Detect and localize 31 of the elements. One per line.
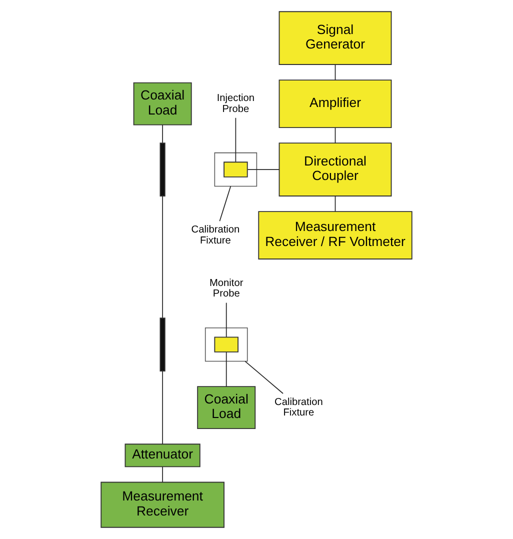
cluster	[214, 152, 258, 187]
node-box: Coaxial Load	[197, 386, 256, 430]
node-text: Calibration Fixture	[274, 396, 323, 419]
node-box	[214, 336, 238, 352]
connector	[247, 169, 280, 170]
connector	[226, 352, 227, 387]
connector	[162, 196, 163, 318]
node-box	[224, 162, 248, 178]
node-box: Attenuator	[124, 444, 200, 468]
connector	[162, 466, 163, 483]
node-text: Injection Probe	[216, 93, 255, 115]
node-box: Amplifier	[278, 80, 392, 128]
node-bar	[160, 142, 166, 196]
node-text: Monitor Probe	[209, 278, 244, 300]
connector	[235, 117, 236, 162]
node-box: Measurement Receiver / RF Voltmeter	[258, 211, 412, 260]
connector	[162, 370, 163, 444]
node-text: Calibration Fixture	[191, 224, 240, 246]
connector	[334, 64, 336, 80]
connector	[162, 124, 163, 144]
node-box: Signal Generator	[278, 11, 392, 65]
cluster	[204, 327, 248, 362]
node-box: Directional Coupler	[278, 142, 392, 196]
connector	[219, 186, 232, 222]
node-box: Coaxial Load	[133, 82, 192, 126]
node-box: Measurement Receiver	[100, 482, 224, 528]
connector	[226, 302, 227, 338]
node-bar	[160, 318, 166, 372]
connector	[334, 127, 336, 144]
connector	[244, 360, 284, 394]
connector	[334, 196, 336, 212]
